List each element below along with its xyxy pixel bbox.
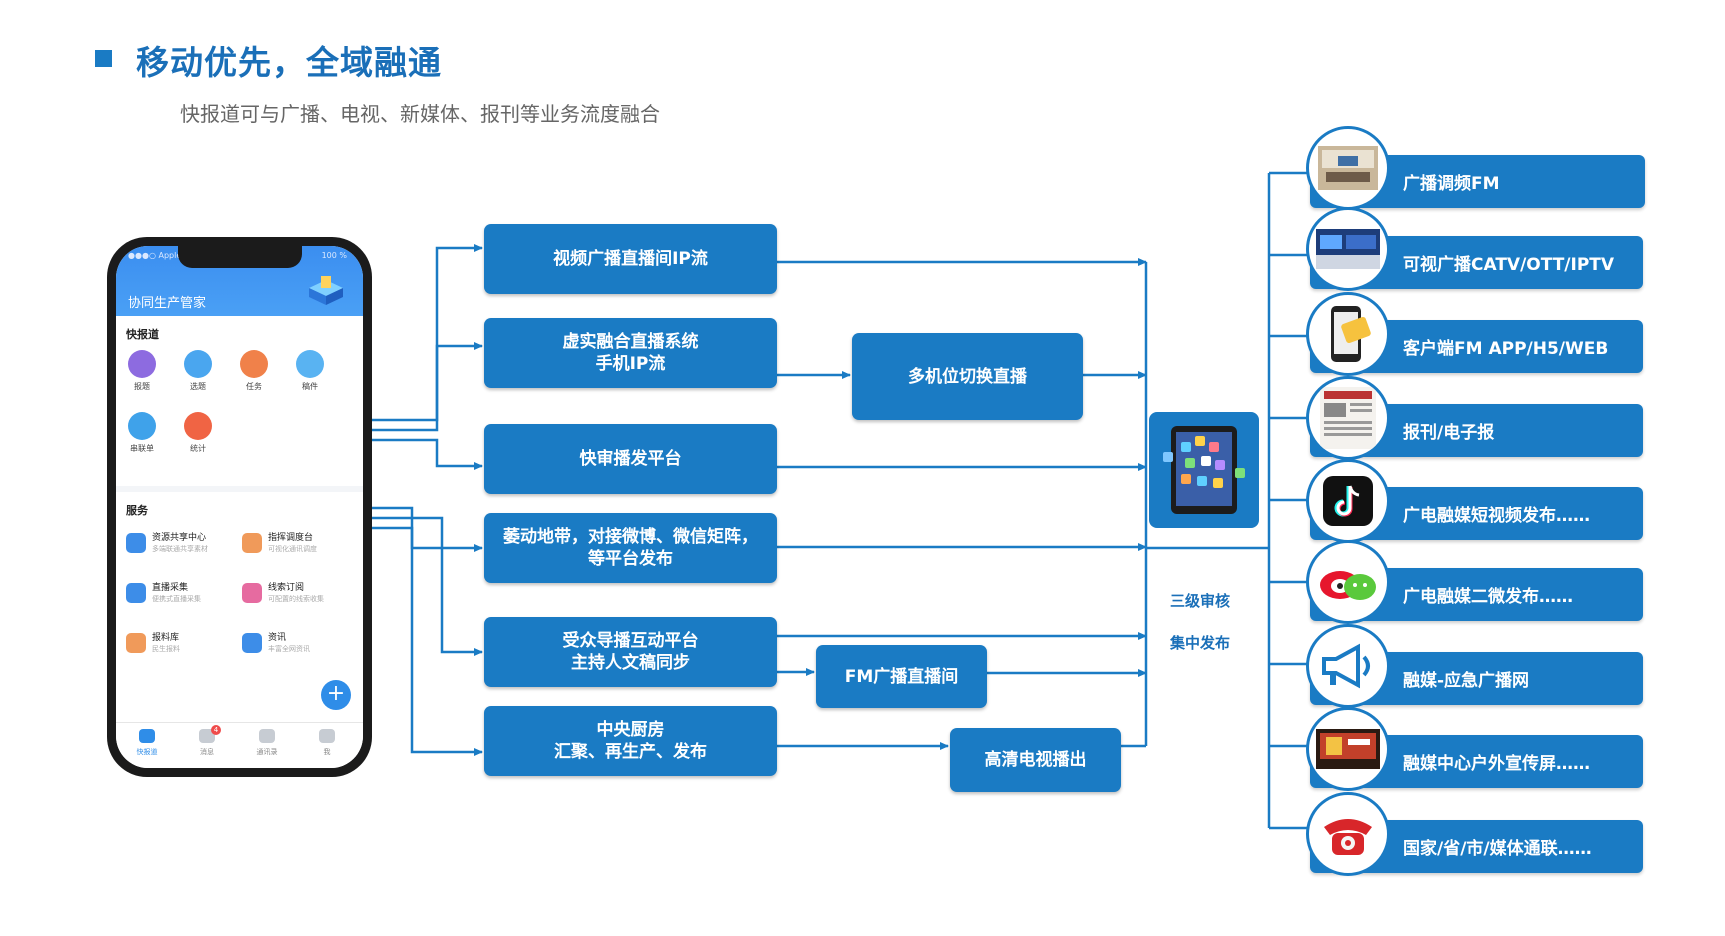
icon-label: 任务: [246, 382, 262, 391]
phone-screen: ●●●○ Apple 100 % 协同生产管家 快报道 报题 选题 任务 稿件 …: [116, 246, 363, 768]
icon-label: 串联单: [130, 444, 154, 453]
tab-message[interactable]: 消息: [200, 748, 214, 756]
tv-studio-icon: [1306, 207, 1390, 291]
clue-icon[interactable]: [242, 583, 262, 603]
service-sub: 便携式直播采集: [152, 595, 201, 603]
source-quick-review-platform: 快审播发平台: [484, 424, 777, 494]
telephone-icon: [1306, 792, 1390, 876]
title-bullet: [95, 50, 112, 67]
service-title[interactable]: 指挥调度台: [268, 533, 314, 543]
mobile-app-icon: [1306, 292, 1390, 376]
page-title: 移动优先，全域融通: [136, 43, 442, 82]
tab-bar: 快报道 4 消息 通讯录 我: [116, 722, 363, 768]
manuscript-icon[interactable]: [296, 350, 324, 378]
source-central-kitchen: 中央厨房 汇聚、再生产、发布: [484, 706, 777, 776]
newspaper-icon: [1306, 376, 1390, 460]
phone-notch: [178, 246, 302, 268]
weibo-wechat-icon: [1306, 540, 1390, 624]
multi-camera-live: 多机位切换直播: [852, 333, 1083, 420]
megaphone-icon[interactable]: [126, 633, 146, 653]
hd-tv-broadcast: 高清电视播出: [950, 728, 1121, 792]
quick-report-tab-icon[interactable]: [139, 729, 155, 743]
task-icon[interactable]: [240, 350, 268, 378]
dispatch-icon[interactable]: [242, 533, 262, 553]
service-sub: 可配置的线索收集: [268, 595, 324, 603]
app-logo-icon: [309, 276, 343, 305]
tab-quick-report[interactable]: 快报道: [136, 748, 158, 756]
topic-icon[interactable]: [184, 350, 212, 378]
icon-label: 稿件: [302, 382, 318, 391]
fm-studio: FM广播直播间: [816, 645, 987, 708]
review-label: 三级审核: [1170, 592, 1231, 610]
source-audience-interaction: 受众导播互动平台 主持人文稿同步: [484, 617, 777, 687]
rundown-icon[interactable]: [128, 412, 156, 440]
tab-me[interactable]: 我: [323, 748, 331, 756]
page-subtitle: 快报道可与广播、电视、新媒体、报刊等业务流度融合: [180, 102, 660, 126]
source-virtual-live-system: 虚实融合直播系统 手机IP流: [484, 318, 777, 388]
service-title[interactable]: 线索订阅: [268, 583, 305, 593]
tablet-apps-icon: [1163, 426, 1245, 514]
stats-icon[interactable]: [184, 412, 212, 440]
icon-label: 统计: [190, 444, 206, 453]
source-video-ip-stream: 视频广播直播间IP流: [484, 224, 777, 294]
service-title[interactable]: 报料库: [152, 633, 180, 643]
service-sub: 丰富全网资讯: [268, 645, 310, 653]
report-icon[interactable]: [128, 350, 156, 378]
section-title: 快报道: [126, 328, 159, 341]
service-sub: 可视化通讯调度: [268, 545, 317, 553]
camera-icon[interactable]: [126, 583, 146, 603]
services-card: 服务 资源共享中心 多端联通共享素材 指挥调度台 可视化通讯调度 直播采集 便携…: [116, 492, 363, 722]
service-sub: 民生报料: [152, 645, 180, 653]
publishing-hub: [1149, 412, 1259, 528]
loudspeaker-icon: [1306, 624, 1390, 708]
contacts-tab-icon[interactable]: [259, 729, 275, 743]
quick-report-card: 快报道 报题 选题 任务 稿件 串联单 统计: [116, 316, 363, 486]
service-title[interactable]: 资源共享中心: [152, 533, 207, 543]
tab-contacts[interactable]: 通讯录: [256, 748, 278, 756]
publish-label: 集中发布: [1170, 634, 1231, 652]
add-button[interactable]: +: [321, 680, 351, 710]
service-title[interactable]: 直播采集: [152, 583, 189, 593]
tiktok-icon: [1306, 459, 1390, 543]
icon-label: 报题: [134, 382, 150, 391]
service-title[interactable]: 资讯: [268, 633, 287, 643]
outdoor-screen-icon: [1306, 707, 1390, 791]
app-title: 协同生产管家: [128, 296, 207, 311]
cloud-icon[interactable]: [126, 533, 146, 553]
radio-studio-icon: [1306, 126, 1390, 210]
source-social-matrix: 萎动地带，对接微博、微信矩阵， 等平台发布: [484, 513, 777, 583]
icon-label: 选题: [190, 382, 206, 391]
news-icon[interactable]: [242, 633, 262, 653]
carrier-status: ●●●○ Apple: [128, 251, 182, 260]
me-tab-icon[interactable]: [319, 729, 335, 743]
section-title: 服务: [126, 504, 148, 517]
service-sub: 多端联通共享素材: [152, 545, 208, 553]
battery-status: 100 %: [321, 251, 347, 260]
phone-mockup: ●●●○ Apple 100 % 协同生产管家 快报道 报题 选题 任务 稿件 …: [107, 237, 372, 777]
message-badge: 4: [211, 725, 221, 735]
